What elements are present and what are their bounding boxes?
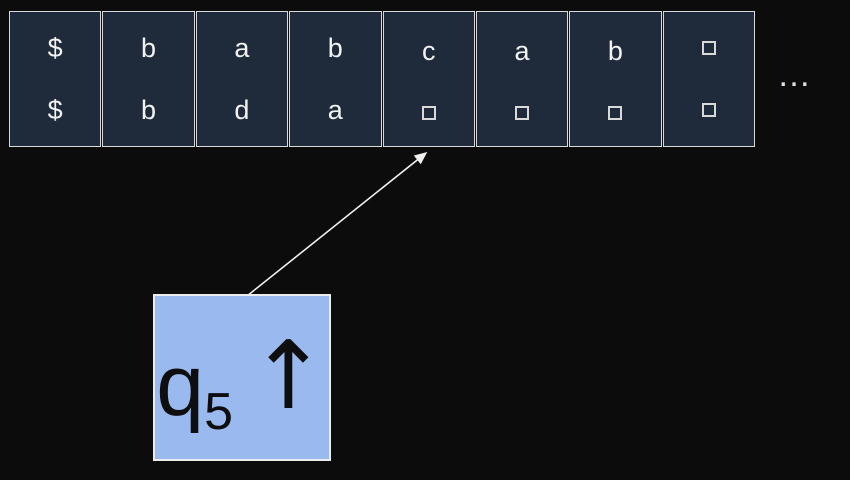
tape-symbol: a: [234, 32, 250, 63]
blank-symbol: [701, 103, 716, 117]
blank-symbol: [421, 106, 436, 121]
tape-symbol: a: [514, 35, 530, 66]
blank-symbol: [701, 41, 716, 55]
tape-continuation-ellipsis: …: [777, 56, 815, 94]
tape-symbol: b: [327, 32, 343, 63]
tape-cell: a: [475, 11, 569, 147]
tape-symbol: d: [234, 94, 250, 125]
tape-cell: $$: [9, 11, 102, 147]
tape-symbol: b: [607, 35, 623, 66]
tape-symbol: $: [47, 94, 63, 125]
tape-symbol: $: [47, 32, 63, 63]
tape-cell: b: [569, 11, 662, 147]
tape-symbol: b: [141, 32, 157, 63]
state-subscript: 5: [204, 382, 233, 441]
state-box: q 5 ↑: [153, 294, 331, 461]
blank-symbol: [608, 106, 623, 121]
tape-symbol: c: [421, 35, 436, 66]
state-content: q 5 ↑: [156, 330, 328, 438]
tape-symbol: a: [327, 94, 343, 125]
tape-symbol: b: [141, 94, 157, 125]
pointer-line: [246, 152, 428, 297]
tape-cell: c: [382, 11, 475, 147]
up-arrow-icon: ↑: [249, 322, 328, 432]
state-label: q: [156, 337, 205, 434]
blank-symbol: [515, 106, 530, 121]
tape-cell: [662, 11, 755, 147]
